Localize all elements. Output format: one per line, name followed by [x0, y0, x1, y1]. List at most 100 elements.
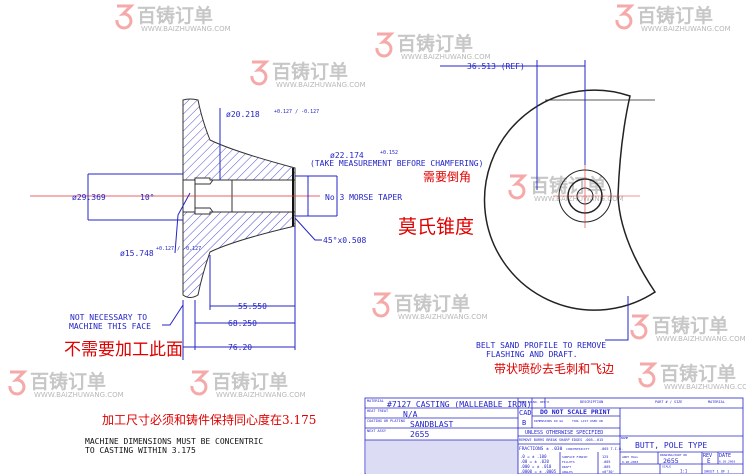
title-block-name-label: NAME	[621, 436, 628, 440]
cad-value: B	[522, 419, 526, 427]
dim-angle: 10°	[140, 193, 154, 202]
watermark-url: WWW.BAIZHUWANG.COM	[216, 391, 306, 399]
title-block-description: DESCRIPTION	[580, 400, 603, 404]
face-note-line2: MACHINE THIS FACE	[69, 322, 151, 331]
material-value: #7127 CASTING (MALLEABLE IRON)	[387, 400, 532, 409]
watermark-brand: 百铸订单	[397, 32, 473, 55]
next-assy-value: 2655	[410, 430, 429, 439]
title-block-dimensions-in: DIMENSIONS IN mm	[534, 419, 563, 423]
title-block-tol-labels-0: SURFACE FINISH	[562, 455, 587, 459]
title-block-item-no: ITEM NO.	[519, 400, 534, 404]
concentric-note-line2: TO CASTING WITHIN 3.175	[85, 446, 196, 455]
watermark-url: WWW.BAIZHUWANG.COM	[398, 313, 488, 321]
title-block-tol-labels-1: FILLETS	[562, 460, 575, 464]
title-block-no-reqd: NO. REQ'D	[533, 400, 549, 404]
face-note-line1: NOT NECESSARY TO	[70, 313, 147, 322]
title-block-remove-burrs: REMOVE BURRS BREAK SHARP EDGES .005-.015	[519, 438, 603, 442]
title-block-drawing-no-label: DRAWING/PART NO	[660, 453, 687, 457]
title-block-rev-label: REV	[703, 453, 712, 459]
title-block-tol-rows-0: .0 = ± .100	[520, 454, 547, 459]
title-block-tol-labels-3: ANGLES	[562, 470, 573, 474]
cn-no-machining-note: 不需要加工此面	[64, 340, 183, 360]
drawing-number: 2655	[663, 457, 679, 465]
dim-chamfer: 45°x0.508	[323, 236, 367, 245]
take-measurement-note: (TAKE MEASUREMENT BEFORE CHAMFERING)	[310, 159, 483, 168]
front-view: 36.513 (REF) BELT SAND PROFILE TO REMOVE…	[440, 60, 657, 359]
title-block-sheet: SHEET 1 OF 1	[704, 470, 729, 474]
title-block-material-col: MATERIAL	[708, 400, 725, 404]
watermark-brand: 百铸订单	[660, 362, 736, 385]
title-block-tol-rows-1: .00 = ± .020	[520, 459, 549, 464]
concentric-note-line1: MACHINE DIMENSIONS MUST BE CONCENTRIC	[85, 437, 263, 446]
part-name: BUTT, POLE TYPE	[635, 441, 707, 450]
title-block-text: MATERIAL #7127 CASTING (MALLEABLE IRON) …	[367, 399, 735, 474]
cn-belt-sand-note: 带状喷砂去毛刺和飞边	[494, 362, 614, 376]
do-not-scale: DO NOT SCALE PRINT	[540, 408, 611, 416]
belt-note-line2: FLASHING AND DRAFT.	[486, 350, 578, 359]
title-block-tool-list: TOOL LIST USED ON	[572, 419, 603, 423]
title-block-cad-label: CAD	[519, 409, 532, 417]
title-block-tol-labels-2: DRAFT	[562, 465, 571, 469]
title-block-unless: UNLESS OTHERWISE SPECIFIED	[525, 430, 603, 436]
cn-morse-note: 莫氏锥度	[398, 216, 474, 238]
title-block-scale-label: SCALE	[662, 465, 671, 469]
side-section-view: ø20.218 +0.127 / -0.127 ø22.174 +0.152 (…	[30, 98, 483, 360]
dim-length-68: 68.250	[228, 319, 257, 328]
title-block-date-label: DATE	[719, 453, 731, 459]
dim-ref: 36.513 (REF)	[467, 62, 525, 71]
title-block-tol-rows-2: .000 = ± .010	[520, 464, 552, 469]
watermark-brand: 百铸订单	[394, 292, 470, 315]
title-block-part-size: PART # / SIZE	[655, 400, 682, 404]
title-block-tol-rows-3: .0000 = ± .0005	[520, 469, 557, 474]
title-block-material-label: MATERIAL	[367, 399, 384, 403]
watermark-url: WWW.BAIZHUWANG.COM	[34, 391, 124, 399]
title-block-tir: .005 T.I.R.	[600, 447, 623, 451]
title-block-concentricity: CONCENTRICITY	[566, 447, 590, 451]
watermark-url: WWW.BAIZHUWANG.COM	[656, 335, 746, 343]
title-block-coating-label: COATING OR PLATING	[367, 419, 405, 423]
title-block	[364, 397, 744, 474]
cn-chamfer-note: 需要倒角	[423, 170, 471, 184]
title-block-date: 6.20.2003	[622, 460, 638, 464]
dim-outer-diameter: ø29.369	[72, 193, 106, 202]
belt-note-line1: BELT SAND PROFILE TO REMOVE	[476, 341, 606, 350]
part-section-upper	[182, 98, 296, 181]
title-block-rev-date: 6.20.2003	[719, 460, 735, 464]
dim-bore-large: ø22.174	[330, 151, 364, 160]
title-block-tol-vals-1: .005	[602, 460, 610, 464]
taper-label: No.3 MORSE TAPER	[325, 193, 402, 202]
title-block-drawn-by: ANDY HALL	[622, 455, 638, 459]
watermark-brand: 百铸订单	[30, 370, 106, 393]
title-block-heat-treat-label: HEAT TREAT	[367, 409, 389, 413]
dim-recess-diameter: ø15.748	[120, 249, 154, 258]
revision: E	[707, 458, 711, 465]
watermark-brand: 百铸订单	[652, 314, 728, 337]
watermark-url: WWW.BAIZHUWANG.COM	[401, 53, 491, 61]
watermark-brand: 百铸订单	[637, 4, 713, 27]
cn-concentric-note: 加工尺寸必须和铸件保持同心度在3.175	[102, 412, 316, 427]
watermark-brand: 百铸订单	[212, 370, 288, 393]
watermark-url: WWW.BAIZHUWANG.COM	[641, 25, 731, 33]
title-block-fractions: FRACTIONS ± .030	[519, 446, 563, 452]
dim-length-76: 76.20	[228, 343, 252, 352]
scale-value: 1:1	[680, 469, 688, 474]
watermark-url: WWW.BAIZHUWANG.COM	[141, 25, 231, 33]
watermark-url: WWW.BAIZHUWANG.COM	[534, 195, 624, 203]
watermark-url: WWW.BAIZHUWANG.COM	[664, 383, 746, 391]
title-block-tol-vals-0: 125	[602, 455, 608, 459]
watermark-brand: 百铸订单	[272, 60, 348, 83]
title-block-tol-vals-3: ±0°30'	[602, 470, 615, 474]
dim-recess-tol: +0.127 / -0.127	[156, 246, 201, 252]
